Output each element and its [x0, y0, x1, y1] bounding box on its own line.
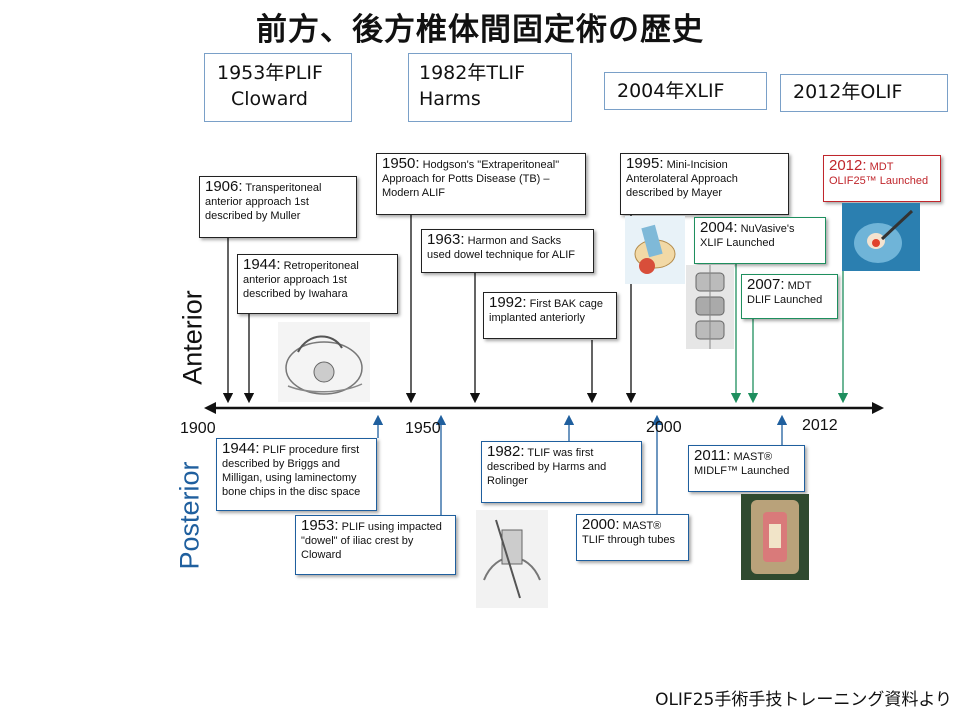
category-tlif-year: 1982年TLIF: [419, 62, 526, 84]
event-1906: 1906: Transperitoneal anterior approach …: [199, 176, 357, 238]
event-year: 2012:: [829, 157, 867, 174]
event-year: 1944:: [243, 256, 281, 273]
category-plif-year: 1953年PLIF: [217, 62, 323, 84]
event-2012: 2012: MDT OLIF25™ Launched: [823, 155, 941, 202]
category-tlif: 1982年TLIF Harms: [408, 53, 572, 122]
event-year: 1950:: [382, 155, 420, 172]
event-2004: 2004: NuVasive's XLIF Launched: [694, 217, 826, 264]
event-2000: 2000: MAST® TLIF through tubes: [576, 514, 689, 561]
category-olif-year: 2012年OLIF: [793, 81, 903, 103]
event-text: Transperitoneal anterior approach 1st de…: [205, 182, 322, 222]
anterior-label: Anterior: [177, 290, 208, 385]
event-text: MAST® MIDLF™ Launched: [694, 451, 790, 477]
event-text: PLIF using impacted "dowel" of iliac cre…: [301, 521, 442, 561]
event-year: 2007:: [747, 276, 785, 293]
category-plif-author: Cloward: [231, 88, 308, 110]
event-1995: 1995: Mini-Incision Anterolateral Approa…: [620, 153, 789, 215]
tick-2012: 2012: [802, 417, 838, 434]
timeline-arrow-right: [872, 402, 884, 414]
category-plif: 1953年PLIF Cloward: [204, 53, 352, 122]
tick-1950: 1950: [405, 420, 441, 437]
page-title: 前方、後方椎体間固定術の歴史: [256, 12, 704, 48]
event-year: 1953:: [301, 517, 339, 534]
event-text: First BAK cage implanted anteriorly: [489, 298, 603, 324]
xlif-illustration: [686, 265, 734, 349]
event-text: Retroperitoneal anterior approach 1st de…: [243, 260, 359, 300]
event-text: PLIF procedure first described by Briggs…: [222, 444, 361, 498]
timeline-arrow-left: [204, 402, 216, 414]
event-year: 1995:: [626, 155, 664, 172]
category-xlif: 2004年XLIF: [604, 72, 767, 110]
event-text: Hodgson's "Extraperitoneal" Approach for…: [382, 159, 560, 199]
tick-1900: 1900: [180, 420, 216, 437]
retroperitoneal-illustration: [278, 322, 370, 402]
tick-2000: 2000: [646, 419, 682, 436]
event-year: 1906:: [205, 178, 243, 195]
event-year: 2004:: [700, 219, 738, 236]
event-text: MAST® TLIF through tubes: [582, 520, 675, 546]
anterolateral-illustration: [625, 216, 685, 284]
event-text: NuVasive's XLIF Launched: [700, 223, 795, 249]
event-1944-posterior: 1944: PLIF procedure first described by …: [216, 438, 377, 511]
midlf-illustration: [741, 494, 809, 580]
category-xlif-year: 2004年XLIF: [617, 80, 725, 102]
event-1953: 1953: PLIF using impacted "dowel" of ili…: [295, 515, 456, 575]
event-1963: 1963: Harmon and Sacks used dowel techni…: [421, 229, 594, 273]
event-text: TLIF was first described by Harms and Ro…: [487, 447, 607, 487]
event-text: MDT OLIF25™ Launched: [829, 161, 929, 187]
event-year: 1944:: [222, 440, 260, 457]
event-year: 1992:: [489, 294, 527, 311]
tlif-illustration: [476, 510, 548, 608]
event-1944-anterior: 1944: Retroperitoneal anterior approach …: [237, 254, 398, 314]
olif-illustration: [842, 203, 920, 271]
source-note: OLIF25手術手技トレーニング資料より: [655, 690, 952, 710]
event-2007: 2007: MDT DLIF Launched: [741, 274, 838, 319]
category-tlif-author: Harms: [419, 88, 481, 110]
event-year: 2000:: [582, 516, 620, 533]
event-text: Mini-Incision Anterolateral Approach des…: [626, 159, 738, 199]
event-1950: 1950: Hodgson's "Extraperitoneal" Approa…: [376, 153, 586, 215]
event-1982: 1982: TLIF was first described by Harms …: [481, 441, 642, 503]
event-2011: 2011: MAST® MIDLF™ Launched: [688, 445, 805, 492]
event-year: 2011:: [694, 447, 731, 464]
event-year: 1982:: [487, 443, 525, 460]
posterior-label: Posterior: [174, 461, 205, 570]
event-1992: 1992: First BAK cage implanted anteriorl…: [483, 292, 617, 339]
event-text: MDT DLIF Launched: [747, 280, 823, 306]
event-year: 1963:: [427, 231, 465, 248]
category-olif: 2012年OLIF: [780, 74, 948, 112]
event-text: Harmon and Sacks used dowel technique fo…: [427, 235, 575, 261]
